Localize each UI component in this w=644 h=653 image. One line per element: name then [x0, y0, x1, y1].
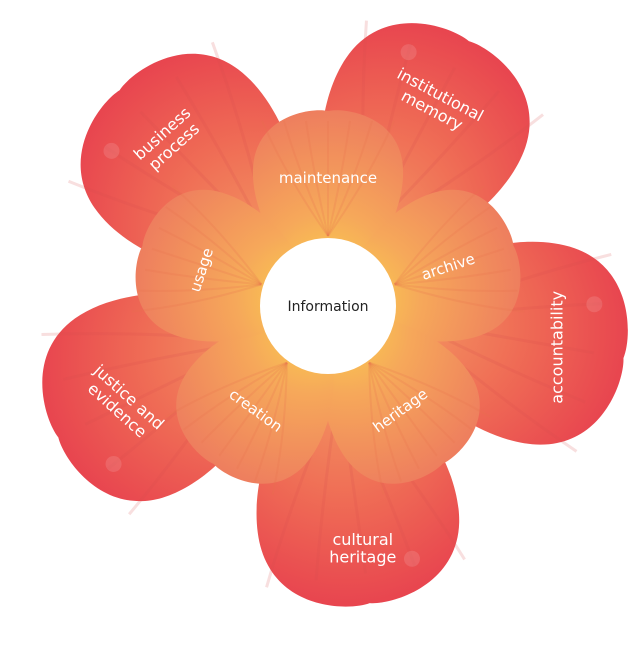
outer-label-line: heritage	[329, 547, 396, 566]
center-disc	[260, 238, 396, 374]
inner-label-maintenance: maintenance	[279, 169, 377, 187]
outer-label-line: accountability	[547, 291, 566, 404]
inner-petal-maintenance	[252, 110, 404, 286]
center-label: Information	[287, 299, 368, 315]
outer-label-line: cultural	[332, 530, 393, 549]
outer-label-accountability: accountability	[547, 291, 566, 404]
